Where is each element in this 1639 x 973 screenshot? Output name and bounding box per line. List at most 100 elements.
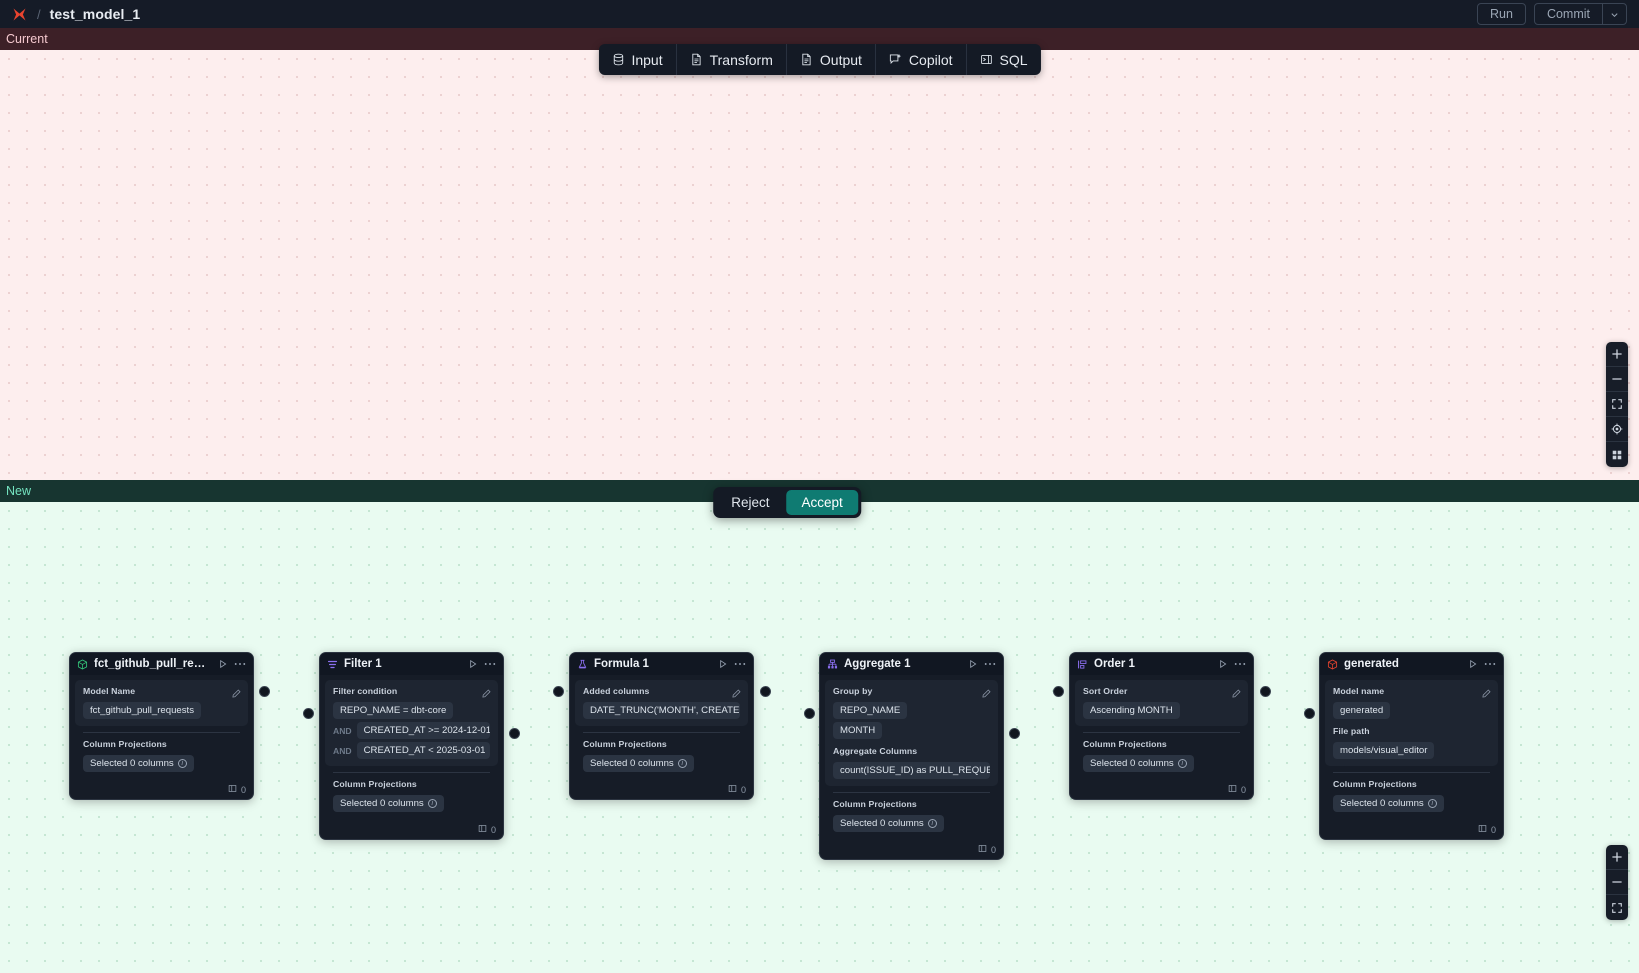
run-node-icon[interactable] bbox=[1468, 659, 1478, 669]
accept-button[interactable]: Accept bbox=[786, 490, 858, 515]
info-icon[interactable]: i bbox=[677, 759, 687, 768]
node-more-icon[interactable] bbox=[484, 662, 496, 666]
row-count: 0 bbox=[740, 784, 746, 795]
filter-condition-chip[interactable]: REPO_NAME = dbt-core bbox=[333, 702, 454, 719]
section-label: Column Projections bbox=[1083, 739, 1167, 749]
column-projection-chip[interactable]: Selected 0 columns i bbox=[83, 755, 194, 772]
group-by-chip[interactable]: REPO_NAME bbox=[833, 702, 908, 719]
edit-pencil-icon[interactable] bbox=[1482, 685, 1491, 703]
group-by-chip[interactable]: MONTH bbox=[833, 722, 883, 739]
edit-pencil-icon[interactable] bbox=[732, 685, 741, 703]
section-label: File path bbox=[1333, 726, 1370, 736]
node-more-icon[interactable] bbox=[234, 662, 246, 666]
tab-label: SQL bbox=[999, 51, 1028, 68]
commit-button[interactable]: Commit bbox=[1546, 7, 1590, 21]
lock-target-icon[interactable] bbox=[1606, 417, 1628, 442]
aggregate-icon bbox=[827, 659, 838, 670]
node-header[interactable]: Order 1 bbox=[1070, 653, 1253, 675]
pane-new: New bbox=[0, 480, 1639, 973]
filter-condition-chip[interactable]: CREATED_AT < 2025-03-01 bbox=[356, 742, 490, 759]
column-projection-chip[interactable]: Selected 0 columns i bbox=[583, 755, 694, 772]
column-projection-chip[interactable]: Selected 0 columns i bbox=[333, 795, 444, 812]
node-more-icon[interactable] bbox=[734, 662, 746, 666]
node-section: Column Projections Selected 0 columns i bbox=[1075, 739, 1248, 776]
canvas-new[interactable]: fct_github_pull_requests Model Name bbox=[0, 502, 1639, 973]
edge-endpoint bbox=[509, 728, 520, 739]
reject-button[interactable]: Reject bbox=[716, 490, 784, 515]
node-header[interactable]: fct_github_pull_requests bbox=[70, 653, 253, 675]
run-node-icon[interactable] bbox=[468, 659, 478, 669]
node-section: Column Projections Selected 0 columns i bbox=[325, 779, 498, 816]
zoom-out-button[interactable] bbox=[1606, 367, 1628, 392]
run-node-icon[interactable] bbox=[718, 659, 728, 669]
node-order-1[interactable]: Order 1 Sort Order Ascending MONTH bbox=[1069, 652, 1254, 800]
node-section: Column Projections Selected 0 columns i bbox=[575, 739, 748, 776]
file-path-chip[interactable]: models/visual_editor bbox=[1333, 742, 1435, 759]
logo-x-icon[interactable] bbox=[8, 3, 30, 25]
chevron-down-icon[interactable] bbox=[1602, 4, 1626, 24]
section-label: Aggregate Columns bbox=[833, 746, 918, 756]
node-header[interactable]: Filter 1 bbox=[320, 653, 503, 675]
copilot-sparkle-icon bbox=[889, 53, 902, 66]
info-icon[interactable]: i bbox=[427, 799, 437, 808]
filter-condition-chip[interactable]: CREATED_AT >= 2024-12-01 bbox=[356, 722, 490, 739]
info-icon[interactable]: i bbox=[1427, 799, 1437, 808]
node-fct-github-pull-requests[interactable]: fct_github_pull_requests Model Name bbox=[69, 652, 254, 800]
edit-pencil-icon[interactable] bbox=[982, 685, 991, 703]
run-node-icon[interactable] bbox=[218, 659, 228, 669]
chip-text: Selected 0 columns bbox=[1340, 798, 1424, 809]
chip-text: Selected 0 columns bbox=[90, 758, 174, 769]
edit-pencil-icon[interactable] bbox=[482, 685, 491, 703]
cube-green-icon bbox=[77, 658, 88, 670]
node-body: Model name generated File path models/vi… bbox=[1320, 675, 1503, 821]
node-header[interactable]: generated bbox=[1320, 653, 1503, 675]
tab-copilot[interactable]: Copilot bbox=[876, 44, 967, 75]
node-filter-1[interactable]: Filter 1 Filter condition REPO_NAME bbox=[319, 652, 504, 840]
run-button[interactable]: Run bbox=[1477, 3, 1526, 25]
tab-output[interactable]: Output bbox=[787, 44, 876, 75]
node-more-icon[interactable] bbox=[984, 662, 996, 666]
run-node-icon[interactable] bbox=[968, 659, 978, 669]
node-section: Model name generated File path models/vi… bbox=[1325, 680, 1498, 766]
tab-input[interactable]: Input bbox=[598, 44, 677, 75]
node-section: Added columns DATE_TRUNC('MONTH', CREATE… bbox=[575, 680, 748, 726]
node-more-icon[interactable] bbox=[1484, 662, 1496, 666]
node-generated[interactable]: generated Model name generated bbox=[1319, 652, 1504, 840]
value-chip[interactable]: fct_github_pull_requests bbox=[83, 702, 202, 719]
node-more-icon[interactable] bbox=[1234, 662, 1246, 666]
order-icon bbox=[1077, 659, 1088, 670]
canvas-current[interactable] bbox=[0, 50, 1639, 480]
edit-pencil-icon[interactable] bbox=[1232, 685, 1241, 703]
added-column-chip[interactable]: DATE_TRUNC('MONTH', CREATED_AT... bbox=[583, 702, 740, 719]
edge-endpoint bbox=[1304, 708, 1315, 719]
zoom-out-button[interactable] bbox=[1606, 870, 1628, 895]
node-header[interactable]: Aggregate 1 bbox=[820, 653, 1003, 675]
column-projection-chip[interactable]: Selected 0 columns i bbox=[833, 815, 944, 832]
node-formula-1[interactable]: Formula 1 Added columns DATE_TRUNC(' bbox=[569, 652, 754, 800]
edge-connections bbox=[0, 502, 300, 652]
node-footer: 0 bbox=[1070, 781, 1253, 799]
commit-split-button[interactable]: Commit bbox=[1533, 3, 1627, 25]
tab-transform[interactable]: Transform bbox=[677, 44, 787, 75]
info-icon[interactable]: i bbox=[177, 759, 187, 768]
zoom-in-button[interactable] bbox=[1606, 845, 1628, 870]
run-node-icon[interactable] bbox=[1218, 659, 1228, 669]
fit-screen-icon[interactable] bbox=[1606, 895, 1628, 920]
sort-order-chip[interactable]: Ascending MONTH bbox=[1083, 702, 1180, 719]
model-name-chip[interactable]: generated bbox=[1333, 702, 1391, 719]
fit-screen-icon[interactable] bbox=[1606, 392, 1628, 417]
tab-sql[interactable]: SQL bbox=[967, 44, 1041, 75]
info-icon[interactable]: i bbox=[1177, 759, 1187, 768]
edit-pencil-icon[interactable] bbox=[232, 685, 241, 703]
node-header[interactable]: Formula 1 bbox=[570, 653, 753, 675]
node-aggregate-1[interactable]: Aggregate 1 Group by REPO_NAME bbox=[819, 652, 1004, 860]
aggregate-column-chip[interactable]: count(ISSUE_ID) as PULL_REQUEST_... bbox=[833, 762, 990, 779]
divider bbox=[333, 772, 490, 773]
chip-text: Selected 0 columns bbox=[590, 758, 674, 769]
column-projection-chip[interactable]: Selected 0 columns i bbox=[1083, 755, 1194, 772]
grid-icon[interactable] bbox=[1606, 442, 1628, 467]
zoom-in-button[interactable] bbox=[1606, 342, 1628, 367]
cube-red-icon bbox=[1327, 658, 1338, 670]
column-projection-chip[interactable]: Selected 0 columns i bbox=[1333, 795, 1444, 812]
info-icon[interactable]: i bbox=[927, 819, 937, 828]
